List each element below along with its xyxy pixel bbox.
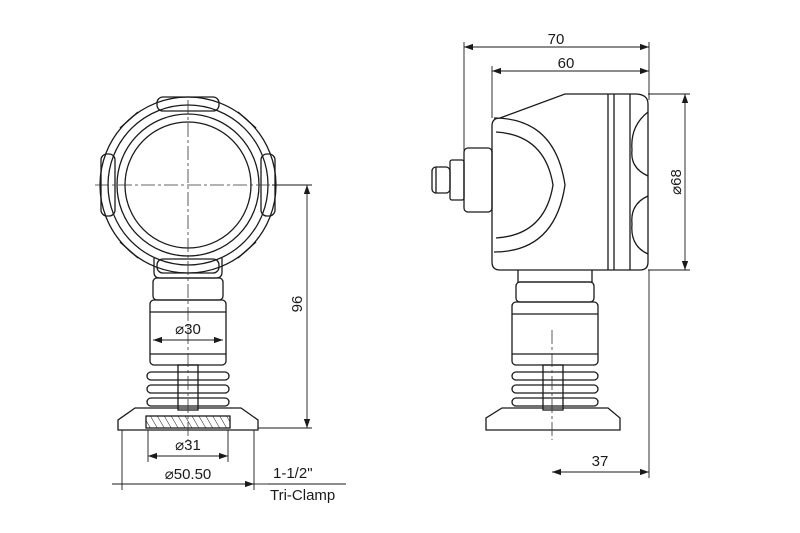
label-flange-inner: ⌀31 [175, 437, 201, 454]
label-body-width: 60 [558, 55, 575, 72]
side-housing [491, 93, 649, 271]
label-connection-size: 1-1/2" [273, 465, 313, 482]
label-connection-type: Tri-Clamp [270, 487, 335, 504]
side-flange [485, 407, 621, 431]
dimension-lines [112, 42, 690, 490]
side-grip-upper [631, 111, 649, 177]
side-dome-cap [493, 117, 566, 253]
side-dome-inner [495, 131, 554, 239]
front-center-lines [95, 100, 282, 440]
cable-connector [431, 147, 493, 213]
label-flange-outer: ⌀50.50 [165, 466, 212, 483]
side-cooling-fins [511, 364, 599, 411]
label-total-height: 96 [289, 296, 306, 313]
side-grip-lower [631, 195, 649, 255]
label-right-offset: 37 [592, 453, 609, 470]
label-total-width: 70 [548, 31, 565, 48]
side-neck [511, 270, 599, 366]
label-neck-diameter: ⌀30 [175, 321, 201, 338]
side-view [431, 93, 649, 431]
label-housing-diameter: ⌀68 [668, 169, 685, 195]
